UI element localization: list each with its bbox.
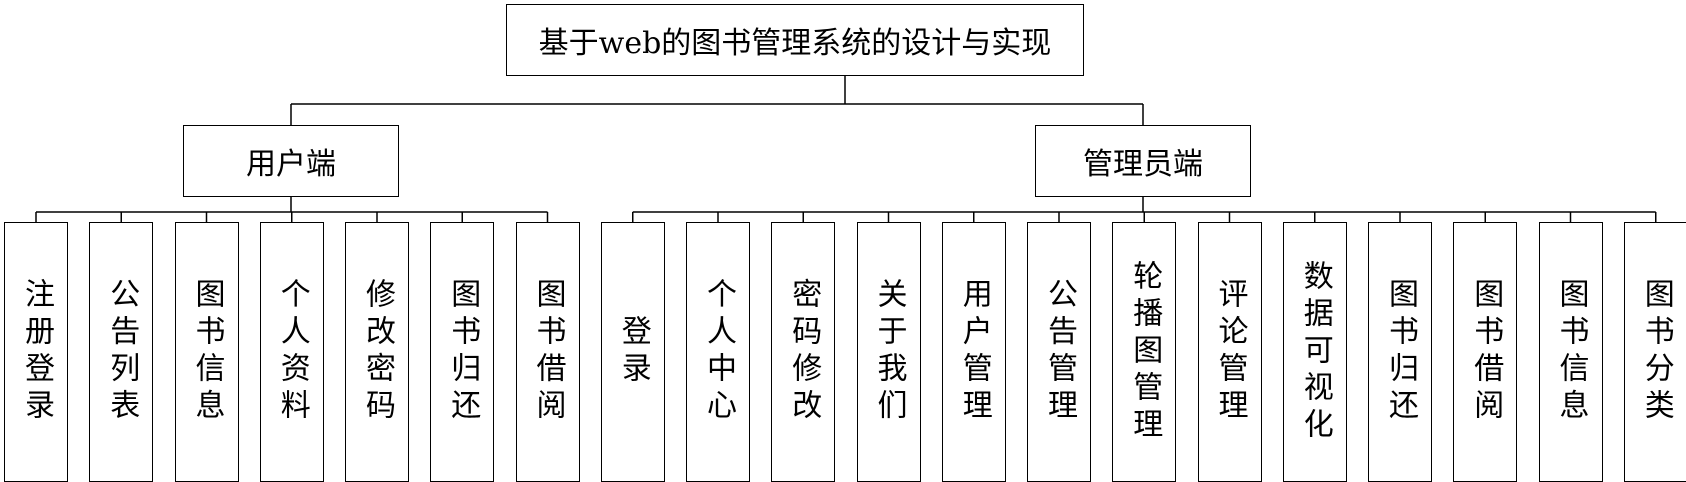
module-label: 密码修改 — [786, 278, 822, 426]
module-label: 个人中心 — [701, 278, 736, 426]
user-module-6: 图书归还 — [430, 222, 495, 482]
user-module-4: 个人资料 — [259, 222, 324, 482]
branch-node-user-label: 用户端 — [246, 147, 336, 182]
admin-module-8: 评论管理 — [1197, 222, 1262, 482]
module-label: 修改密码 — [360, 278, 395, 426]
branch-node-admin-label: 管理员端 — [1083, 147, 1203, 182]
user-module-3: 图书信息 — [174, 222, 239, 482]
module-label: 评论管理 — [1212, 278, 1248, 426]
module-label: 登录 — [615, 315, 651, 389]
admin-module-2: 个人中心 — [686, 222, 750, 482]
admin-module-7: 轮播图管理 — [1112, 222, 1177, 482]
branch-node-user: 用户端 — [183, 125, 399, 197]
admin-module-4: 关于我们 — [856, 222, 921, 482]
root-node-label: 基于web的图书管理系统的设计与实现 — [538, 26, 1052, 61]
admin-module-13: 图书分类 — [1623, 222, 1686, 482]
admin-module-12: 图书信息 — [1538, 222, 1603, 482]
branch-node-admin: 管理员端 — [1035, 125, 1251, 197]
module-label: 关于我们 — [871, 278, 907, 426]
user-module-2: 公告列表 — [89, 222, 154, 482]
admin-module-5: 用户管理 — [941, 222, 1006, 482]
user-module-1: 注册登录 — [4, 222, 68, 482]
module-label: 图书借阅 — [1468, 278, 1504, 426]
user-module-7: 图书借阅 — [515, 222, 580, 482]
module-label: 用户管理 — [956, 278, 992, 426]
admin-module-11: 图书借阅 — [1453, 222, 1518, 482]
module-label: 图书分类 — [1638, 278, 1674, 426]
admin-module-1: 登录 — [600, 222, 665, 482]
module-label: 个人资料 — [274, 278, 310, 426]
module-label: 数据可视化 — [1297, 259, 1333, 445]
admin-module-6: 公告管理 — [1027, 222, 1091, 482]
admin-module-3: 密码修改 — [771, 222, 836, 482]
module-label: 图书信息 — [189, 278, 225, 426]
admin-module-9: 数据可视化 — [1282, 222, 1347, 482]
module-label: 图书借阅 — [530, 278, 566, 426]
module-label: 公告列表 — [104, 278, 140, 426]
module-label: 图书归还 — [445, 278, 481, 426]
module-label: 注册登录 — [19, 278, 54, 426]
root-node: 基于web的图书管理系统的设计与实现 — [506, 4, 1084, 76]
admin-module-10: 图书归还 — [1368, 222, 1432, 482]
module-label: 公告管理 — [1042, 278, 1077, 426]
user-module-5: 修改密码 — [345, 222, 409, 482]
module-label: 图书归还 — [1383, 278, 1418, 426]
module-label: 图书信息 — [1553, 278, 1589, 426]
module-label: 轮播图管理 — [1127, 259, 1163, 445]
